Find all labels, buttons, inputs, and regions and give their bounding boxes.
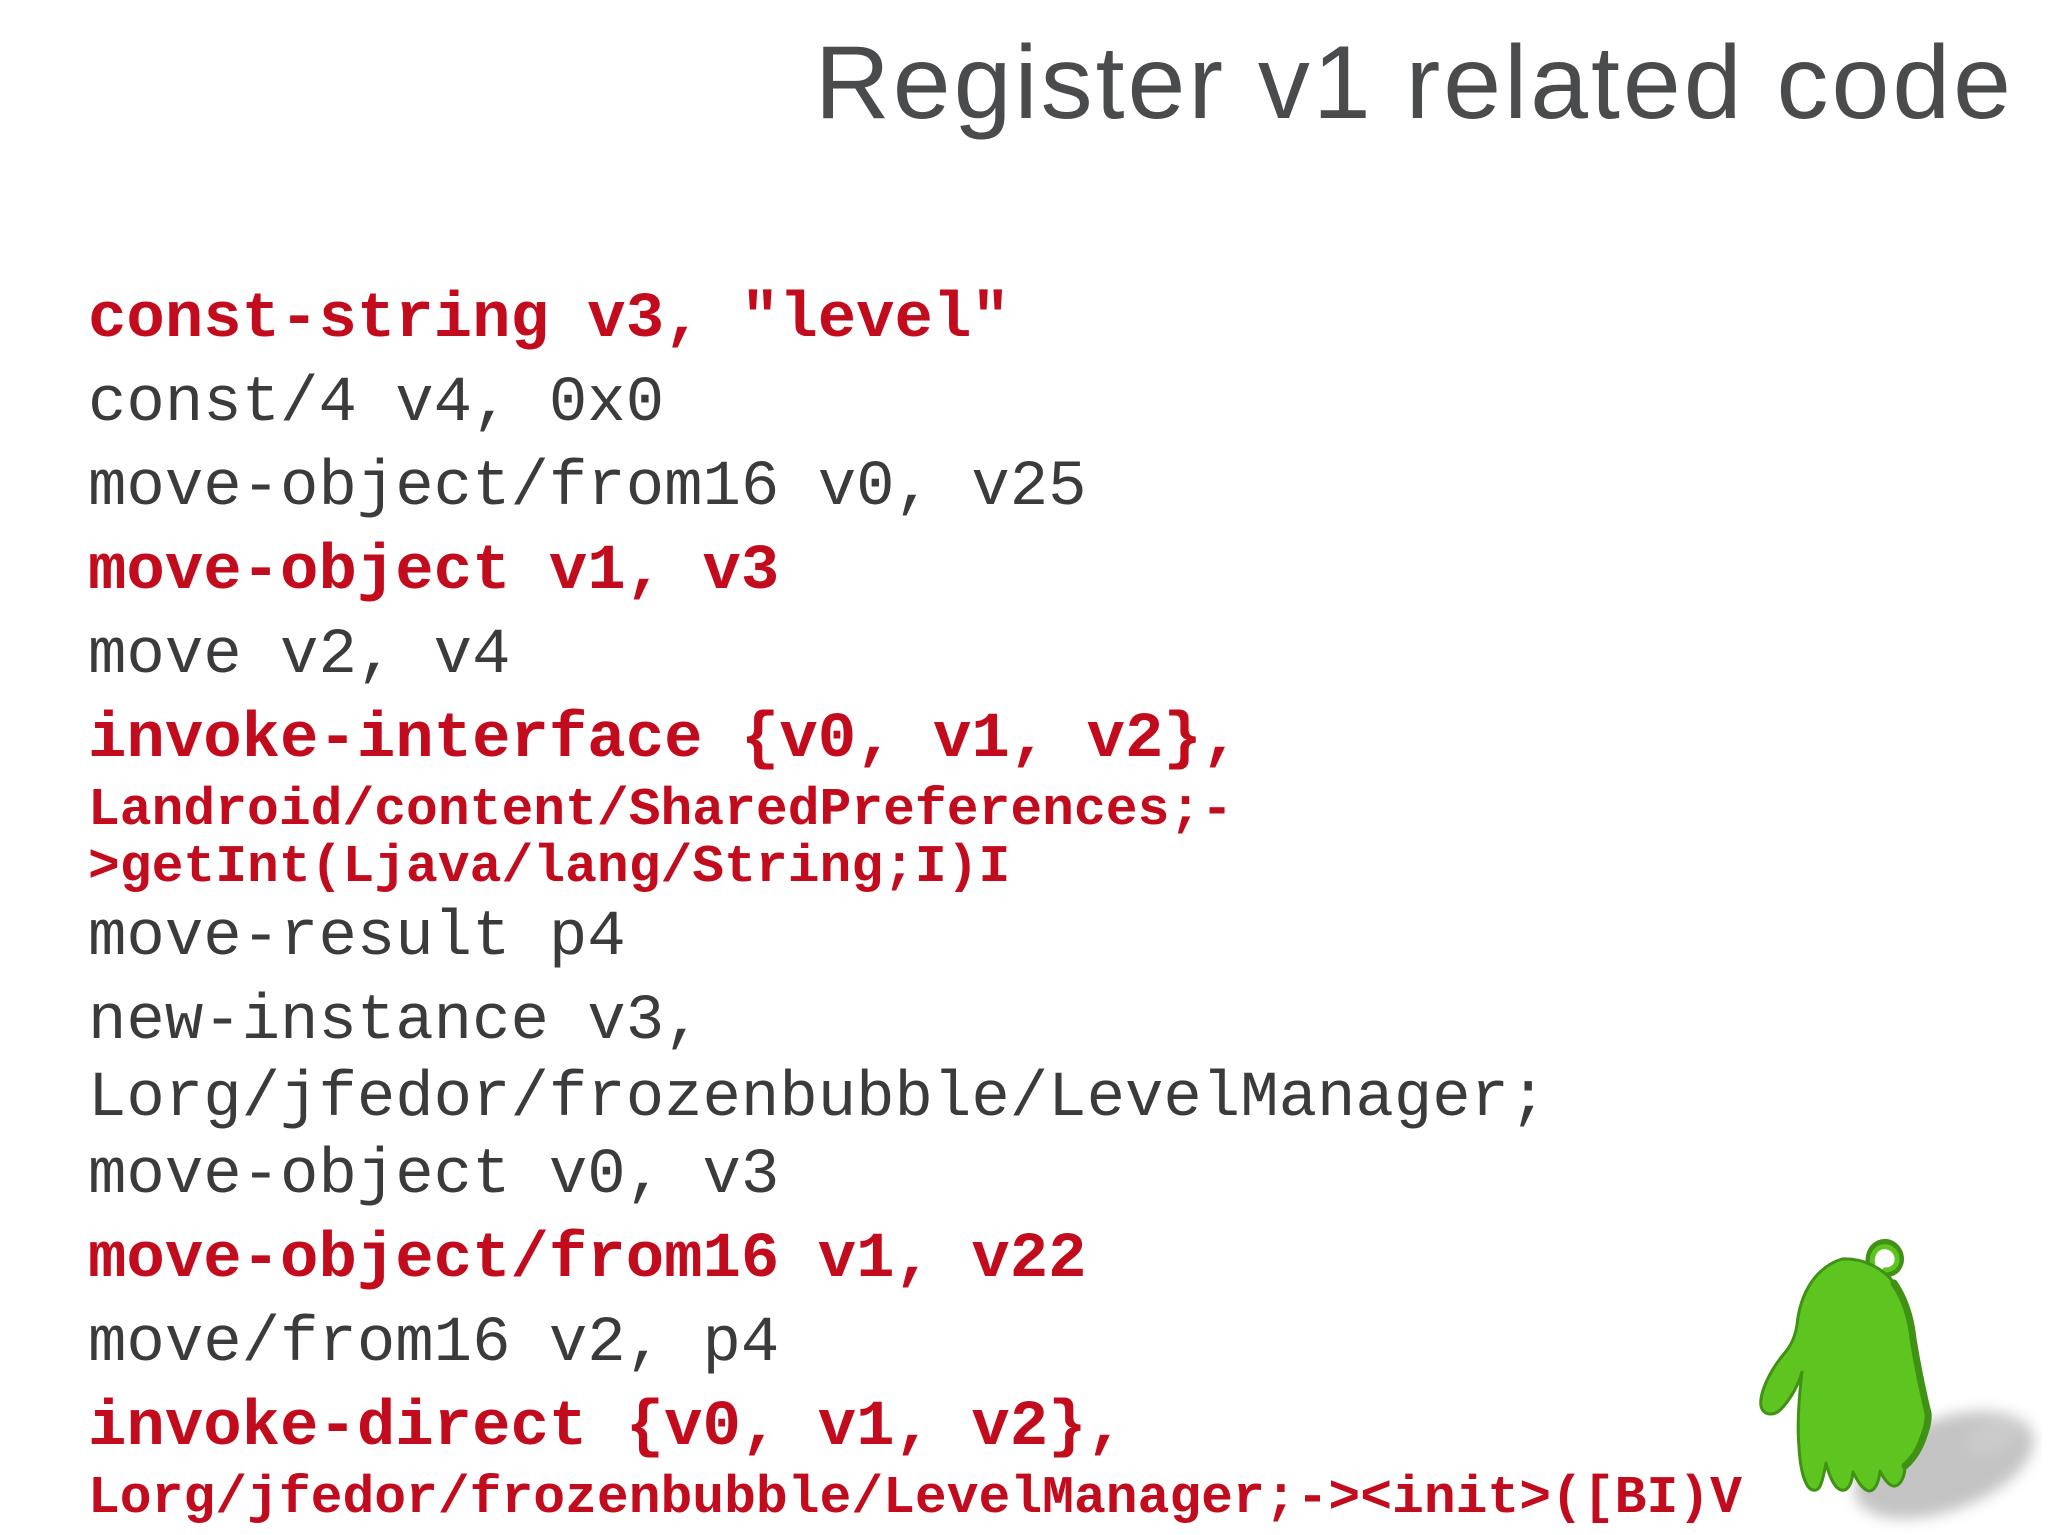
code-line: move v2, v4: [88, 620, 511, 692]
code-line: move-result p4: [88, 902, 626, 974]
code-block: const-string v3, "level" const/4 v4, 0x0 m…: [88, 0, 2048, 1527]
code-line: move/from16 v2, p4: [88, 1308, 780, 1380]
code-line: move-object v1, v3: [88, 536, 780, 608]
code-line-continuation: Landroid/content/SharedPreferences;-: [88, 780, 1233, 840]
code-line: invoke-direct {v0, v1, v2},: [88, 1392, 1125, 1464]
code-line: new-instance v3,: [88, 986, 703, 1058]
code-line: move-object/from16 v1, v22: [88, 1224, 1087, 1296]
code-line-continuation: Lorg/jfedor/frozenbubble/LevelManager;: [88, 1063, 1548, 1135]
glove-edge-shading: [1890, 1279, 1932, 1470]
green-glove-icon: [1759, 1238, 2034, 1519]
code-line-continuation: Lorg/jfedor/frozenbubble/LevelManager;->…: [88, 1468, 1742, 1528]
glove-loop-highlight: [1869, 1244, 1900, 1273]
code-line: move-object/from16 v0, v25: [88, 452, 1087, 524]
code-line-continuation: >getInt(Ljava/lang/String;I)I: [88, 837, 1011, 897]
code-line: const/4 v4, 0x0: [88, 368, 665, 440]
page-title: Register v1 related code: [814, 25, 2014, 141]
code-line: move-object v0, v3: [88, 1140, 780, 1212]
code-line: invoke-interface {v0, v1, v2},: [88, 704, 1241, 776]
code-line: const-string v3, "level": [88, 284, 1010, 356]
